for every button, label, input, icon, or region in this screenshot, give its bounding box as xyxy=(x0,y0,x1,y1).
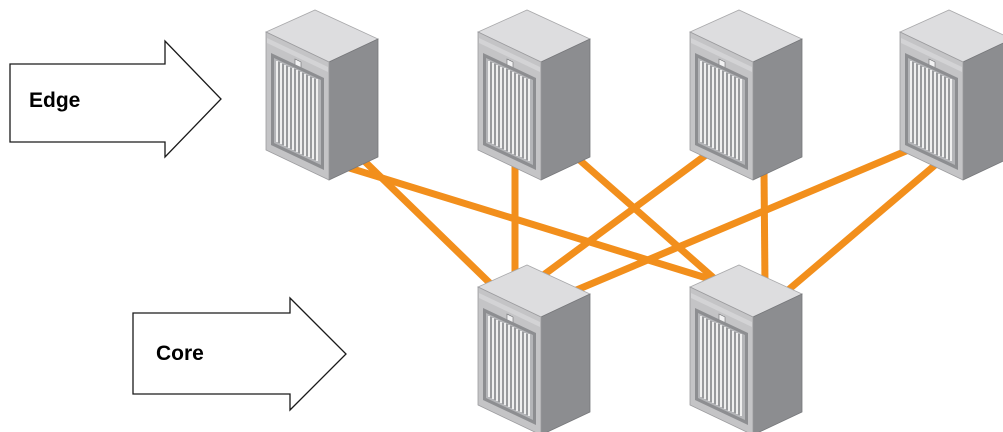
core-tier-label: Core xyxy=(156,342,204,365)
edge-switch-4-icon xyxy=(899,9,1003,181)
edge-switch-1-icon xyxy=(265,9,379,181)
link-edge-switch-4-to-core-switch-2 xyxy=(777,157,944,300)
link-edge-switch-3-to-core-switch-2 xyxy=(760,169,769,286)
edge-tier-label: Edge xyxy=(29,89,81,112)
link-edge-switch-4-to-core-switch-1 xyxy=(558,139,927,301)
edge-switch-2-icon xyxy=(477,9,591,181)
link-edge-switch-2-to-core-switch-2 xyxy=(572,153,719,283)
link-edge-switch-1-to-core-switch-1 xyxy=(350,147,503,296)
link-edge-switch-3-to-core-switch-1 xyxy=(527,149,713,288)
link-layer xyxy=(341,139,944,301)
edge-tier-arrow-icon xyxy=(9,39,222,159)
link-edge-switch-1-to-core-switch-2 xyxy=(341,162,728,288)
switch-layer xyxy=(265,9,1003,432)
core-switch-2-icon xyxy=(689,264,803,432)
core-switch-1-icon xyxy=(477,264,591,432)
core-tier-arrow-icon xyxy=(132,296,347,412)
edge-switch-3-icon xyxy=(689,9,803,181)
